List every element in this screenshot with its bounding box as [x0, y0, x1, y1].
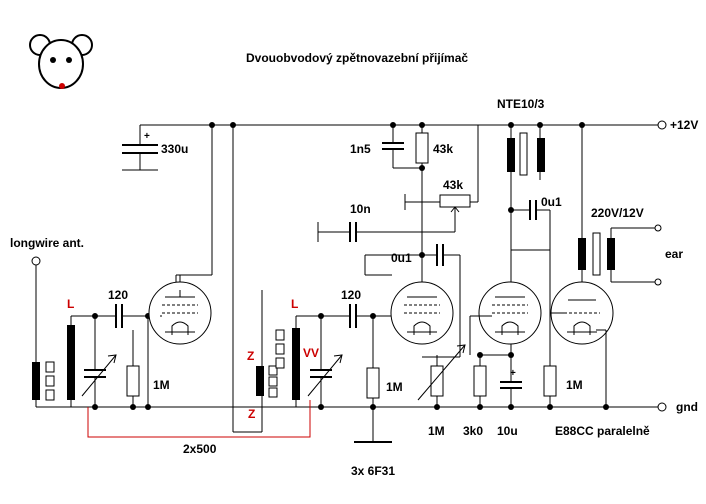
transformer-output [578, 125, 662, 286]
svg-text:+: + [144, 131, 150, 142]
cap-0u1-right-label: 0u1 [541, 195, 562, 209]
resistor-1m-stage1 [126, 316, 149, 407]
supply-rail [140, 120, 667, 130]
transformer-label: 220V/12V [591, 206, 644, 220]
coil-l2-label: L [291, 297, 298, 311]
pot-43k-label: 43k [443, 178, 463, 192]
plate-network [382, 125, 479, 255]
mouse-face-icon [29, 34, 93, 89]
tube-3 [469, 210, 542, 355]
tube-2 [390, 255, 454, 345]
potentiometer-1m [417, 344, 466, 407]
cathode-network: + [473, 344, 522, 407]
resistor-1m-stage2 [366, 316, 380, 407]
e88cc-label: E88CC paralelně [555, 424, 650, 438]
ear-label: ear [665, 247, 683, 261]
res-1m-1-label: 1M [153, 378, 170, 392]
twin-cap-label: 2x500 [183, 442, 217, 456]
coil-stage2 [275, 316, 300, 407]
vv-label: VV [303, 346, 319, 360]
capacitor-120-stage2 [296, 304, 392, 328]
cap-330u-label: 330u [161, 142, 188, 156]
cap-120-2-label: 120 [341, 288, 361, 302]
capacitor-120-stage1 [71, 304, 160, 328]
z-bottom-label: Z [248, 407, 255, 421]
res-3k0-label: 3k0 [463, 424, 483, 438]
cap-1n5-label: 1n5 [350, 142, 371, 156]
res-43k-label: 43k [433, 142, 453, 156]
antenna-label: longwire ant. [10, 236, 84, 250]
coil-z [256, 365, 278, 398]
feedback-wires [175, 125, 263, 433]
coil-l1-label: L [67, 297, 74, 311]
supply-label: +12V [670, 118, 698, 132]
cap-0u1-mid-label: 0u1 [391, 251, 412, 265]
capacitor-10n [317, 222, 455, 242]
transformer-nte [507, 125, 545, 210]
z-top-label: Z [247, 349, 254, 363]
tube-nte-label: NTE10/3 [497, 97, 545, 111]
title: Dvouobvodový zpětnovazební přijímač [246, 51, 468, 65]
coil-stage1 [32, 316, 75, 407]
variable-capacitor-stage1 [81, 316, 117, 407]
capacitor-0u1-right [508, 200, 551, 251]
cap-120-1-label: 120 [108, 288, 128, 302]
capacitor-330u: + [122, 125, 158, 171]
twin-capacitor-link [87, 400, 311, 438]
variable-capacitor-stage2 [307, 316, 343, 407]
res-1m-3-label: 1M [566, 378, 583, 392]
res-1m-bottom-label: 1M [428, 424, 445, 438]
cap-10u-label: 10u [497, 424, 518, 438]
cap-10n-label: 10n [350, 202, 371, 216]
gnd-label: gnd [676, 400, 698, 414]
svg-text:+: + [510, 368, 516, 379]
tube-1 [148, 275, 212, 345]
res-1m-2-label: 1M [386, 380, 403, 394]
tubes-label: 3x 6F31 [351, 464, 395, 478]
capacitor-0u1-mid [364, 244, 461, 358]
tube-4 [543, 250, 614, 407]
